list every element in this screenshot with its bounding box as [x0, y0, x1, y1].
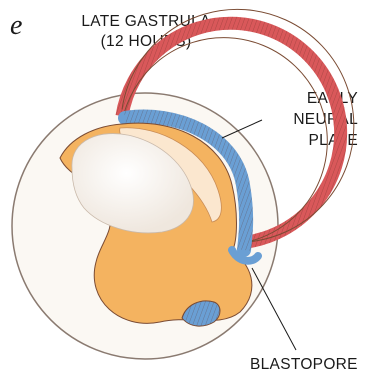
blastopore-leader [252, 268, 296, 350]
